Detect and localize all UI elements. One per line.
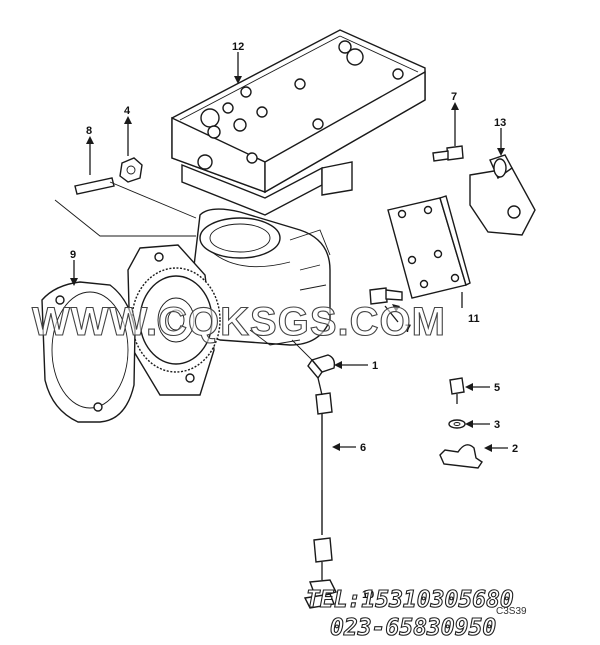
- callout-3: 3: [494, 419, 500, 431]
- callout-12: 12: [232, 41, 244, 53]
- nut-4: [119, 116, 143, 183]
- corner-code: C3S39: [496, 606, 527, 617]
- callout-6: 6: [360, 442, 366, 454]
- tube-assembly-6: [313, 377, 356, 580]
- support-bracket: [469, 154, 536, 236]
- gasket: [41, 281, 136, 423]
- bolt-7-upper: [432, 102, 464, 162]
- compressor-body: [189, 208, 331, 346]
- callout-2: 2: [512, 443, 518, 455]
- arrow-9: [70, 278, 78, 286]
- watermark-site: WWW.CQKSGS.COM: [32, 300, 446, 344]
- arrow-13: [497, 148, 505, 156]
- callout-1: 1: [372, 360, 378, 372]
- arrow-12: [234, 76, 242, 84]
- callout-13: 13: [494, 117, 506, 129]
- callout-7-lower: 7: [405, 323, 411, 335]
- washer-3: [448, 419, 490, 429]
- mounting-bracket: [387, 195, 471, 299]
- callout-7-upper: 7: [451, 91, 457, 103]
- bolt-7-lower: [369, 287, 403, 323]
- watermark-phone: 023-65830950: [330, 615, 496, 641]
- elbow-fitting-1: [291, 339, 368, 380]
- fitting-10: [303, 579, 337, 609]
- stud-8: [54, 136, 197, 237]
- callout-4: 4: [124, 105, 131, 117]
- clamp-2: [439, 444, 508, 469]
- callout-5: 5: [494, 382, 500, 394]
- callout-10: 10: [362, 589, 374, 601]
- callout-9: 9: [70, 249, 76, 261]
- callout-11: 11: [468, 313, 480, 325]
- compressor-head: [171, 29, 426, 216]
- bolt-5: [449, 377, 490, 404]
- drive-gear: [127, 244, 221, 396]
- watermark-tel: TEL:15310305680: [306, 587, 514, 613]
- callout-8: 8: [86, 125, 92, 137]
